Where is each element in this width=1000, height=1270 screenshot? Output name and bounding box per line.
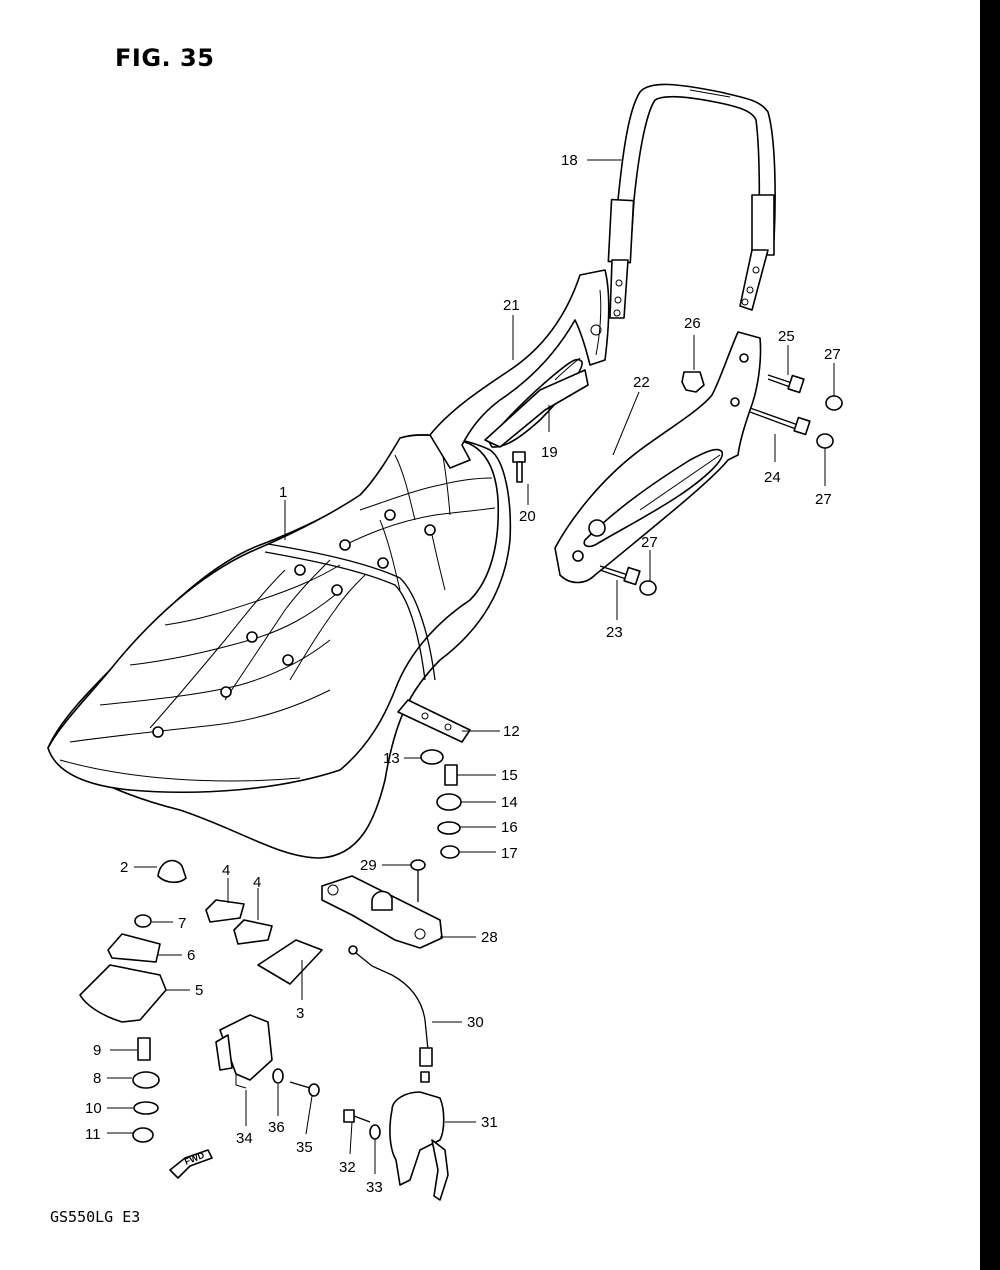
- screw-part-32: [343, 1109, 371, 1123]
- callout-4a: 4: [222, 862, 230, 879]
- collar-part-15: [444, 764, 458, 786]
- callout-4b: 4: [253, 874, 261, 891]
- callout-11: 11: [85, 1126, 101, 1143]
- mounting-plate-part-12: [397, 699, 471, 743]
- backrest-bar-part-18: [607, 83, 776, 319]
- nut-part-26: [681, 371, 705, 393]
- callout-24: 24: [764, 469, 781, 486]
- callout-5: 5: [195, 982, 203, 999]
- callout-27c: 27: [641, 534, 658, 551]
- callout-8: 8: [93, 1070, 101, 1087]
- callout-labels: 1 2 3 4 4 5 6 7 8 9 10 11 12 13 14 15 16…: [85, 152, 841, 1196]
- bolt-part-25: [767, 374, 805, 394]
- washer-part-16: [437, 821, 461, 835]
- callout-18: 18: [561, 152, 578, 169]
- screw-part-35: [289, 1081, 320, 1097]
- nut-part-11: [132, 1127, 154, 1143]
- callout-29: 29: [360, 857, 377, 874]
- washer-part-36: [272, 1068, 284, 1084]
- seat-lock-part-31: [389, 1091, 449, 1201]
- callout-27a: 27: [824, 346, 841, 363]
- collar-part-9: [137, 1037, 151, 1061]
- bolt-part-24: [749, 407, 811, 436]
- callout-6: 6: [187, 947, 195, 964]
- callout-33: 33: [366, 1179, 383, 1196]
- callout-9: 9: [93, 1042, 101, 1059]
- right-border-bar: [980, 0, 1000, 1270]
- washer-part-10: [133, 1101, 159, 1115]
- seat-lock-part-34: [215, 1014, 273, 1089]
- grommet-part-2: [157, 859, 187, 884]
- callout-2: 2: [120, 859, 128, 876]
- model-code: GS550LG E3: [50, 1208, 141, 1226]
- nut-part-17: [440, 845, 460, 859]
- callout-27b: 27: [815, 491, 832, 508]
- figure-title: FIG. 35: [115, 44, 215, 72]
- cushion-part-14: [436, 793, 462, 811]
- callout-1: 1: [279, 484, 287, 501]
- bracket-plate-part-19: [484, 369, 589, 448]
- callout-16: 16: [501, 819, 518, 836]
- callout-12: 12: [503, 723, 520, 740]
- callout-26: 26: [684, 315, 701, 332]
- callout-34: 34: [236, 1130, 253, 1147]
- right-side-bracket-part-22: [554, 331, 762, 584]
- callout-15: 15: [501, 767, 518, 784]
- callout-21: 21: [503, 297, 520, 314]
- washer-part-33: [369, 1124, 381, 1140]
- plate-part-6: [107, 933, 161, 963]
- callout-14: 14: [501, 794, 518, 811]
- callout-25: 25: [778, 328, 795, 345]
- cushion-parts-4: [205, 899, 273, 945]
- callout-10: 10: [85, 1100, 102, 1117]
- callout-30: 30: [467, 1014, 484, 1031]
- callout-35: 35: [296, 1139, 313, 1156]
- callout-28: 28: [481, 929, 498, 946]
- plate-part-3: [257, 939, 323, 985]
- callout-7: 7: [178, 915, 186, 932]
- lock-bracket-part-28: [321, 875, 443, 949]
- callout-23: 23: [606, 624, 623, 641]
- callout-20: 20: [519, 508, 536, 525]
- screw-part-29: [410, 859, 426, 902]
- forward-direction-arrow: FWD: [169, 1149, 213, 1179]
- callout-17: 17: [501, 845, 518, 862]
- callout-3: 3: [296, 1005, 304, 1022]
- nut-part-7: [134, 914, 152, 928]
- bolt-part-20: [512, 451, 526, 483]
- leader-lines: [107, 159, 835, 1174]
- bracket-part-5: [79, 964, 167, 1023]
- cushion-part-8: [132, 1071, 160, 1089]
- washer-part-13: [420, 749, 444, 765]
- cap-parts-27: [639, 395, 843, 596]
- callout-22: 22: [633, 374, 650, 391]
- cable-part-30: [348, 945, 433, 1083]
- callout-36: 36: [268, 1119, 285, 1136]
- callout-32: 32: [339, 1159, 356, 1176]
- callout-19: 19: [541, 444, 558, 461]
- bolt-part-23: [599, 565, 641, 586]
- callout-31: 31: [481, 1114, 498, 1131]
- callout-13: 13: [383, 750, 400, 767]
